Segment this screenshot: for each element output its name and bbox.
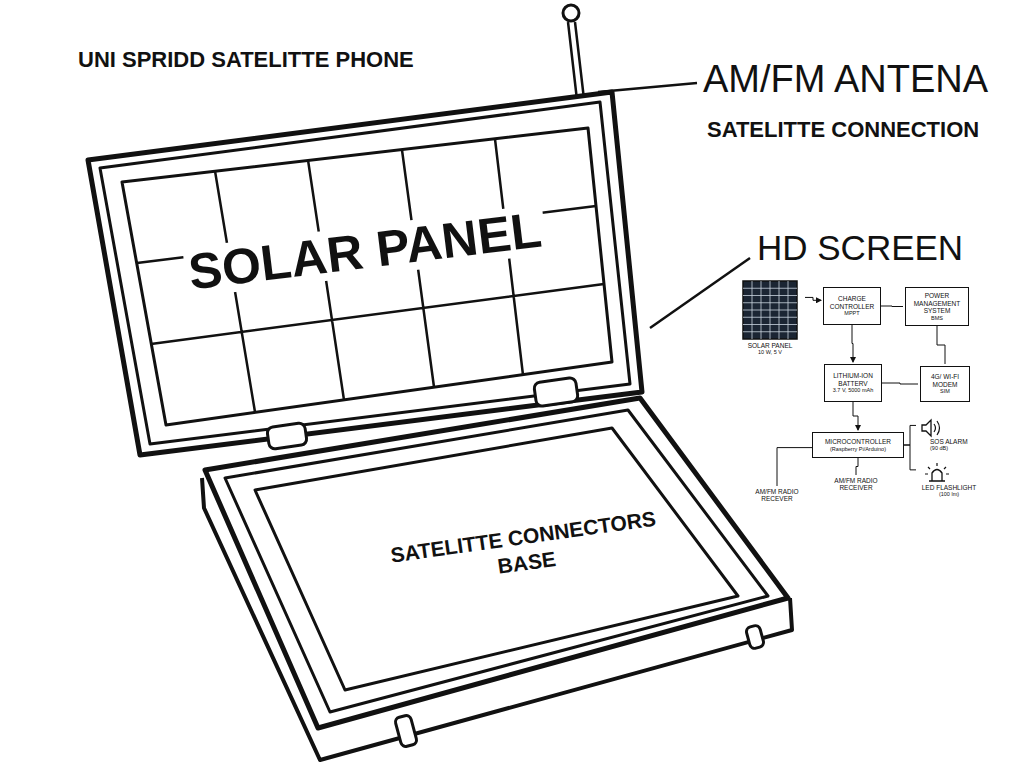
node-title: LITHIUM-ION BATTERV: [827, 372, 879, 387]
node-detail: 3.7 V, 5000 mAh: [827, 387, 879, 393]
process-box: 4G/ WI-FI MODEMSIM: [920, 366, 970, 402]
hinge: [267, 422, 308, 449]
radio-label: AM/FM RADIO RECEIVER: [826, 477, 886, 492]
connector: [852, 325, 853, 362]
process-box: MICROCONTROLLER(Raspberry Pi/Arduino): [812, 432, 904, 458]
node-title: CHARGE CONTROLLER: [826, 295, 878, 310]
node-detail: (90 dB): [918, 445, 980, 451]
base-panel: [255, 428, 738, 690]
node-detail: (100 lm): [918, 491, 980, 497]
lamp-body: [929, 470, 945, 482]
connector: [904, 425, 916, 445]
node-title: SOLAR PANEL: [735, 342, 805, 349]
connector: [856, 458, 858, 475]
cell-grid: [137, 139, 604, 412]
node-detail: 10 W, 5 V: [735, 349, 805, 355]
connector: [805, 297, 821, 300]
node-title: AM/FM RADIO RECEIVER: [826, 477, 886, 492]
flashlight-block: LED FLASHLIGHT(100 lm): [918, 462, 980, 498]
flashlight-icon: [924, 462, 950, 484]
lid-rim: [100, 102, 630, 444]
speaker-body: [922, 420, 931, 436]
panel-cells: [743, 281, 797, 339]
node-title: 4G/ WI-FI MODEM: [923, 373, 967, 388]
solar-panel-icon: [742, 280, 798, 340]
node-detail: SIM: [923, 388, 967, 394]
foot: [394, 714, 417, 747]
antenna-tip: [563, 5, 579, 21]
connector: [882, 383, 918, 384]
node-title: SOS ALARM: [918, 438, 980, 445]
lid-outer: [88, 92, 642, 455]
process-box: LITHIUM-ION BATTERV3.7 V, 5000 mAh: [824, 364, 882, 402]
process-box: POWER MANAGEMENT SYSTEMBMS: [905, 287, 969, 326]
light-rays: [925, 463, 949, 474]
leader-line: [598, 83, 697, 92]
callout-label: HD SCREEN: [757, 228, 963, 268]
radio-label: AM/FM RADIO RECEVER: [744, 488, 810, 503]
connector: [777, 448, 812, 486]
node-title: AM/FM RADIO RECEVER: [744, 488, 810, 503]
alarm-block: SOS ALARM(90 dB): [918, 418, 980, 452]
base: [202, 398, 792, 760]
connector: [881, 306, 903, 308]
node-title: MICROCONTROLLER: [815, 438, 901, 445]
diagram-title: UNI SPRIDD SATELITTE PHONE: [78, 47, 414, 73]
foot: [745, 625, 764, 650]
node-detail: MPPT: [826, 310, 878, 316]
base-rim: [225, 410, 768, 712]
leader-line: [650, 258, 750, 328]
solar-cells: [122, 128, 612, 425]
sound-waves: [934, 421, 940, 435]
connector: [937, 326, 945, 364]
connector: [904, 445, 916, 470]
node-title: POWER MANAGEMENT SYSTEM: [908, 292, 966, 314]
process-box: CHARGE CONTROLLERMPPT: [823, 287, 881, 325]
node-detail: (Raspberry Pi/Arduino): [815, 446, 901, 452]
node-title: LED FLASHLIGHT: [918, 484, 980, 491]
node-detail: BMS: [908, 315, 966, 321]
lid: [88, 92, 642, 455]
speaker-icon: [920, 418, 944, 438]
callout-label: SATELITTE CONNECTION: [707, 117, 979, 143]
panel-frame: [743, 281, 797, 339]
callout-label: AM/FM ANTENA: [703, 58, 988, 101]
base-outer: [205, 398, 788, 728]
connector: [853, 402, 858, 430]
hinge: [534, 377, 579, 407]
solar-panel-block: SOLAR PANEL10 W, 5 V: [735, 280, 805, 356]
